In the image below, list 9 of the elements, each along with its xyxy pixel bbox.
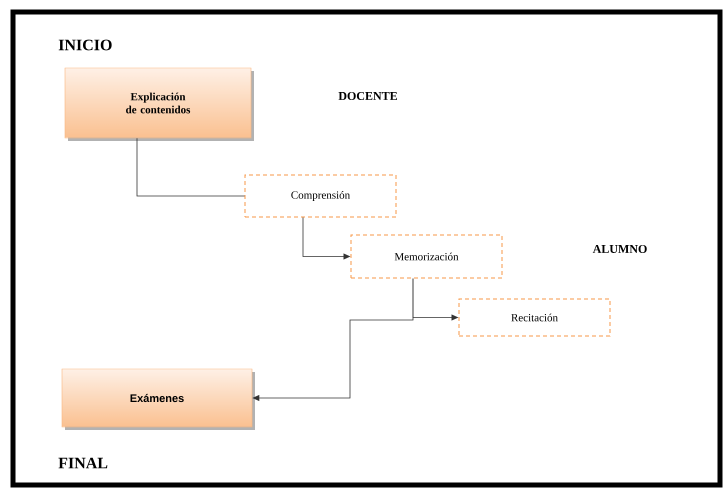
dashed-box: Comprensión — [244, 174, 396, 218]
process-box: Explicación de contenidos — [64, 68, 254, 141]
heading-label: FINAL — [58, 458, 108, 468]
heading-label: INICIO — [58, 40, 112, 50]
process-box: Exámenes — [62, 368, 255, 430]
heading-label: ALUMNO — [592, 244, 647, 254]
dashed-box: Memorización — [350, 234, 502, 278]
heading-label: DOCENTE — [338, 92, 398, 100]
dashed-box: Recitación — [458, 298, 610, 336]
